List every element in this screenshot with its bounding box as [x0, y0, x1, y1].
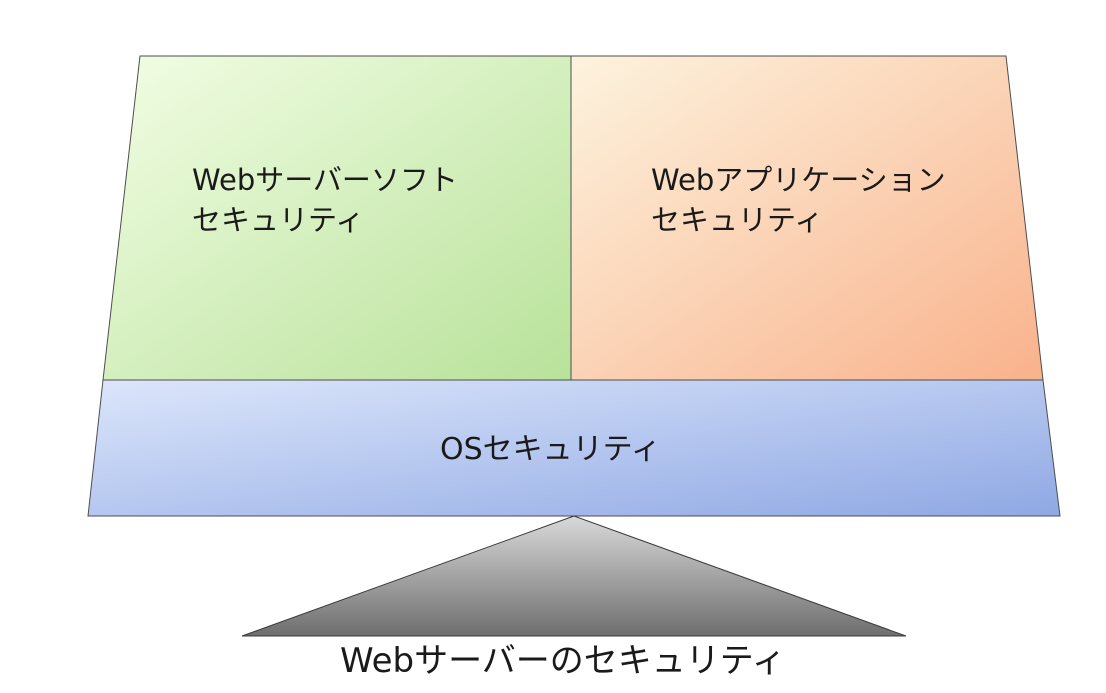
pedestal-triangle [241, 515, 907, 637]
web-application-security-line2: セキュリティ [651, 203, 824, 237]
os-security-label: OSセキュリティ [440, 432, 661, 467]
diagram-caption: Webサーバーのセキュリティ [340, 641, 786, 681]
web-server-software-security-line2: セキュリティ [192, 203, 365, 237]
os-security-block [87, 379, 1061, 517]
web-server-software-security-label: Webサーバーソフト セキュリティ [192, 160, 458, 240]
web-application-security-label: Webアプリケーション セキュリティ [651, 160, 946, 240]
web-server-software-security-line1: Webサーバーソフト [192, 163, 458, 197]
web-application-security-line1: Webアプリケーション [651, 163, 946, 197]
